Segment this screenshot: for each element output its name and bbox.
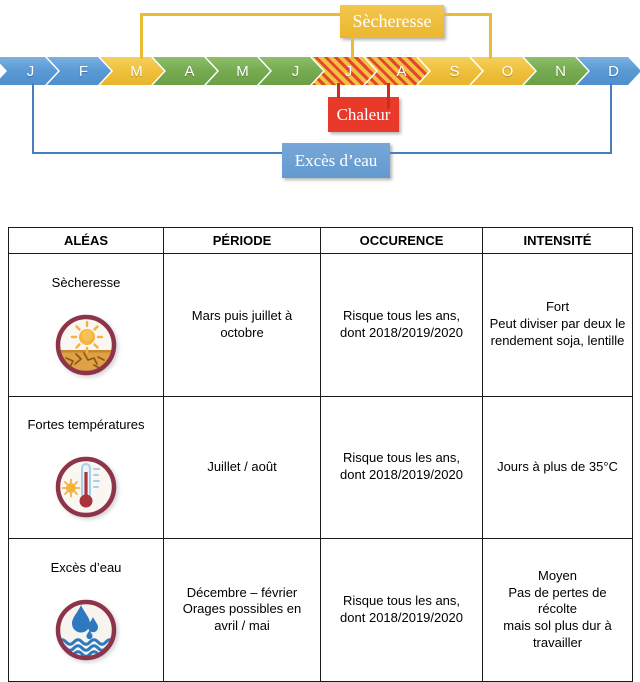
drought-label: Sècheresse [51,274,121,290]
heat-connector-july-v [337,83,340,98]
drought-periode-cell: Mars puis juillet à octobre [163,253,321,397]
excess-water-alea-cell: Excès d’eau [8,538,164,682]
drought-connector-right-v [489,13,492,59]
water-connector-left-v [32,83,34,154]
hazard-table: ALÉAS PÉRIODE OCCURENCE INTENSITÉ Sècher… [8,227,633,682]
excess-water-occurence-cell: Risque tous les ans, dont 2018/2019/2020 [320,538,483,682]
month-label: M [130,62,143,80]
table-row-drought: Sècheresse [8,253,633,397]
drought-connector-mid-v [351,36,354,59]
month-label: D [608,62,619,80]
drought-connector-right-h [444,13,492,16]
heat-periode-cell: Juillet / août [163,395,321,540]
month-label: M [236,62,249,80]
heat-occurence-cell: Risque tous les ans, dont 2018/2019/2020 [320,395,483,540]
drought-callout: Sècheresse [340,5,444,38]
header-occurence: OCCURENCE [320,227,483,254]
drought-sun-cracked-earth-icon [55,314,117,375]
table-row-heat: Fortes températures [8,395,633,540]
month-label: N [555,62,566,80]
excess-water-label: Excès d’eau [50,560,122,576]
drought-alea-cell: Sècheresse [8,253,164,397]
thermometer-sun-icon [55,456,117,518]
month-label: J [344,62,353,80]
month-label: J [291,62,300,80]
excess-water-periode-cell: Décembre – février Orages possibles en a… [163,538,321,682]
month-label: A [184,62,195,80]
drought-intensite-cell: Fort Peut diviser par deux le rendement … [482,253,633,397]
header-aleas: ALÉAS [8,227,164,254]
excess-water-callout: Excès d’eau [282,143,390,178]
drought-connector-left-v [140,13,143,59]
table-header-row: ALÉAS PÉRIODE OCCURENCE INTENSITÉ [8,227,633,254]
month-chevron-jan: J [0,57,58,85]
heat-connector-august-v [387,83,390,109]
water-connector-right-h [390,152,612,154]
heat-label: Fortes températures [27,417,145,433]
month-label: S [449,62,460,80]
water-connector-left-h [32,152,282,154]
table-row-excess-water: Excès d’eau Déc [8,538,633,682]
month-label: J [26,62,35,80]
drought-callout-label: Sècheresse [352,11,432,31]
month-chevron-aug: A [365,57,429,85]
header-periode: PÉRIODE [163,227,321,254]
heat-callout-label: Chaleur [336,104,391,124]
heat-intensite-cell: Jours à plus de 35°C [482,395,633,540]
water-connector-right-v [610,83,612,154]
drought-connector-left-h [140,13,340,16]
header-intensite: INTENSITÉ [482,227,633,254]
month-label: O [501,62,514,80]
drought-occurence-cell: Risque tous les ans, dont 2018/2019/2020 [320,253,483,397]
heat-alea-cell: Fortes températures [8,395,164,540]
month-label: F [78,62,89,80]
excess-water-intensite-cell: Moyen Pas de pertes de récolte mais sol … [482,538,633,682]
water-drops-waves-icon [55,599,117,661]
month-label: A [396,62,407,80]
month-timeline: J F M A M J J A S O N D [0,57,630,85]
excess-water-callout-label: Excès d’eau [294,150,378,170]
hazard-calendar-diagram: Sècheresse Chaleur Excès d’eau J F M A M… [0,0,640,210]
